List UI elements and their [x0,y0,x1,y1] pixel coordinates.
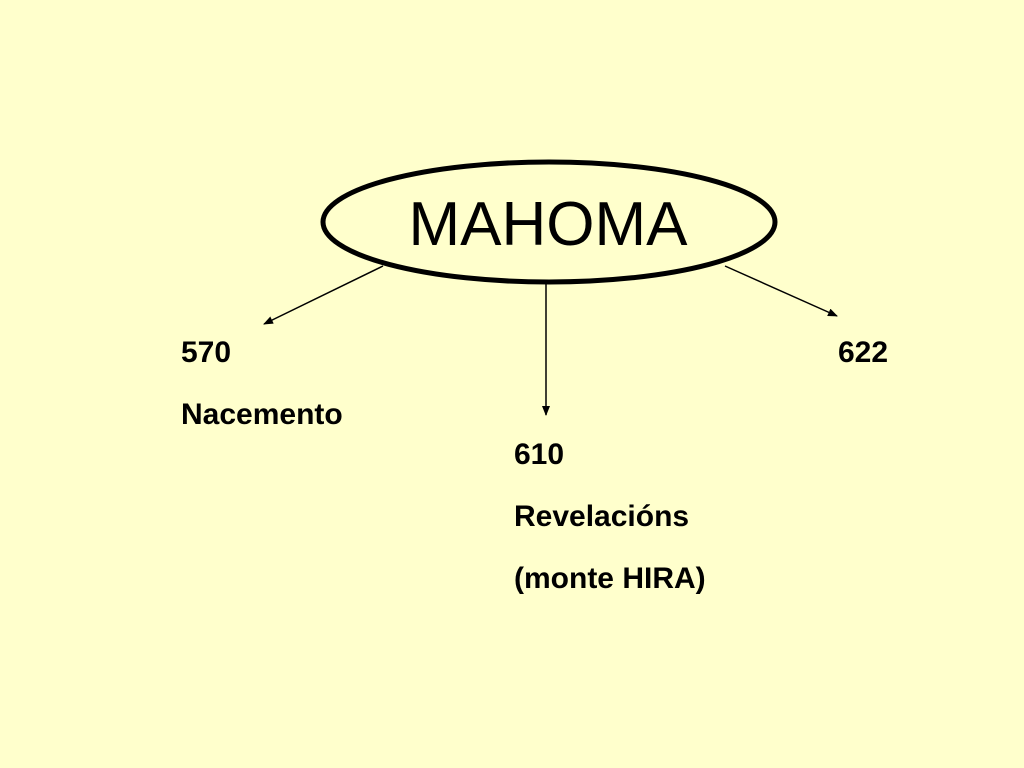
node-610: 610 Revelacións (monte HIRA) [514,424,706,610]
node-622-year: 622 [838,336,889,369]
center-oval [320,159,778,285]
arrow-to-622 [724,265,838,317]
center-label: MAHOMA [408,190,688,259]
node-570-label: Nacemento [181,398,343,431]
node-570-year: 570 [181,336,232,369]
node-570: 570 Nacemento [181,322,343,446]
node-610-label-line2: (monte HIRA) [514,562,706,595]
node-610-year: 610 [514,438,565,471]
node-622: 622 [838,322,888,384]
arrow-to-570 [263,265,384,325]
node-610-label-line1: Revelacións [514,500,690,533]
